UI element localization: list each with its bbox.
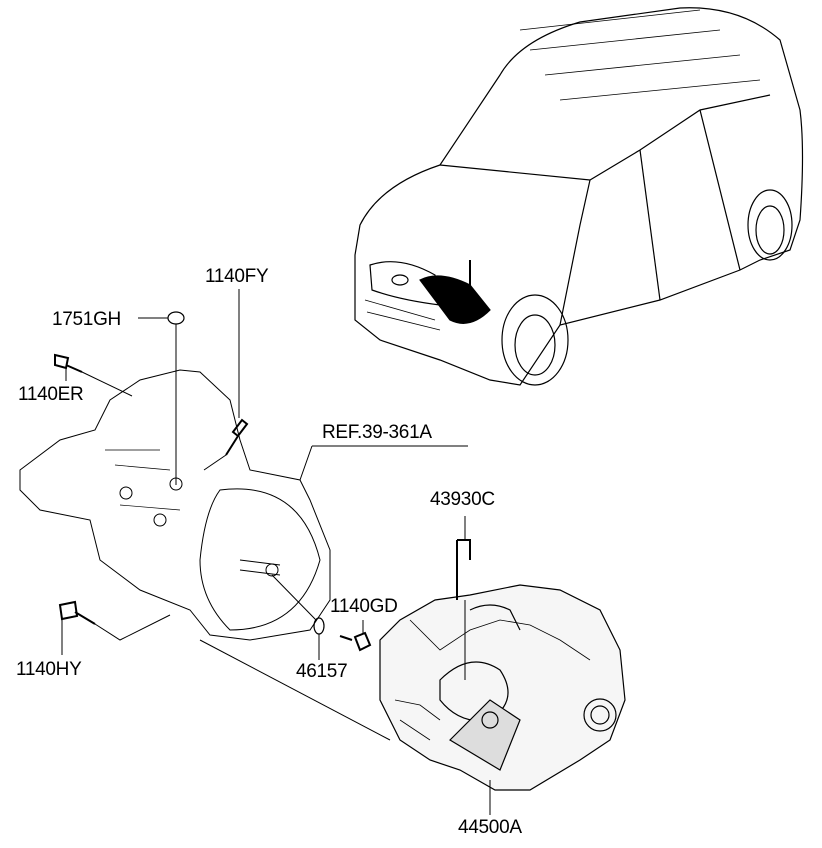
oring-46157 <box>313 617 325 635</box>
label-44500A: 44500A <box>458 817 522 838</box>
bolt-1140ER <box>54 353 83 373</box>
transaxle-ghost-illustration <box>19 369 331 641</box>
label-1140ER: 1140ER <box>18 384 84 405</box>
bolt-1140HY <box>58 600 96 625</box>
bolt-1140GD <box>339 631 372 652</box>
label-1140FY: 1140FY <box>205 266 269 287</box>
ref-label: REF.39-361A <box>322 422 432 443</box>
label-1140GD: 1140GD <box>330 596 398 617</box>
label-43930C: 43930C <box>430 489 495 510</box>
clip-43930C <box>456 539 471 600</box>
transaxle-assembly-illustration <box>379 584 626 791</box>
leader-lines <box>61 289 491 815</box>
label-1751GH: 1751GH <box>52 309 121 330</box>
vehicle-illustration <box>354 7 804 386</box>
label-46157: 46157 <box>296 661 348 682</box>
bolt-1140FY <box>225 418 249 456</box>
label-1140HY: 1140HY <box>16 659 82 680</box>
seal-1751GH <box>167 311 185 325</box>
